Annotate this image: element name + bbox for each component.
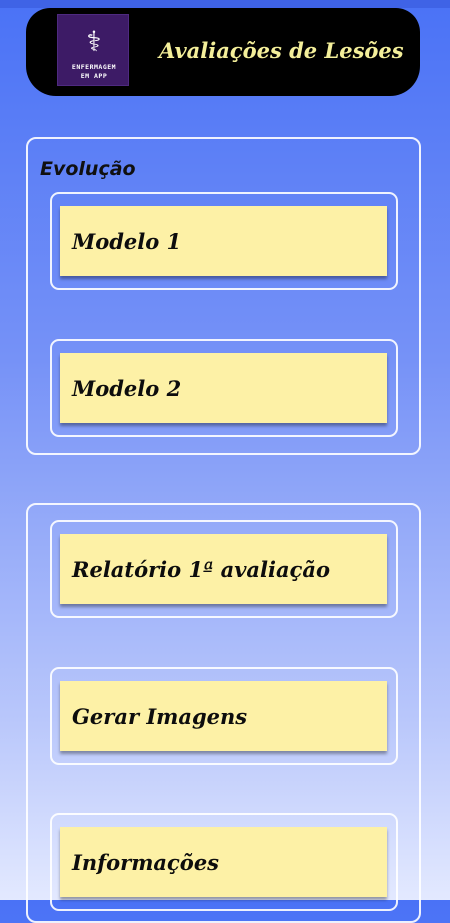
modelo-2-frame	[50, 339, 398, 437]
modelo-1-frame	[50, 192, 398, 290]
status-bar-strip	[0, 0, 450, 8]
relatorio-frame	[50, 520, 398, 618]
section-title-evolucao: Evolução	[40, 158, 136, 180]
modelo-1-button[interactable]: Modelo 1	[60, 206, 387, 276]
logo-text-line2: EM APP	[80, 72, 108, 80]
modelo-2-button[interactable]: Modelo 2	[60, 353, 387, 423]
logo-text-line1: ENFERMAGEM	[71, 63, 117, 71]
page-title: Avaliações de Lesões	[159, 38, 404, 63]
caduceus-icon: ⚕	[86, 25, 102, 58]
gerar-imagens-frame	[50, 667, 398, 765]
relatorio-button[interactable]: Relatório 1ª avaliação	[60, 534, 387, 604]
informacoes-button[interactable]: Informações	[60, 827, 387, 897]
gerar-imagens-button[interactable]: Gerar Imagens	[60, 681, 387, 751]
app-logo: ⚕ ENFERMAGEM EM APP	[57, 14, 129, 86]
evolution-panel	[26, 137, 421, 455]
app-header: ⚕ ENFERMAGEM EM APP Avaliações de Lesões	[26, 8, 420, 96]
